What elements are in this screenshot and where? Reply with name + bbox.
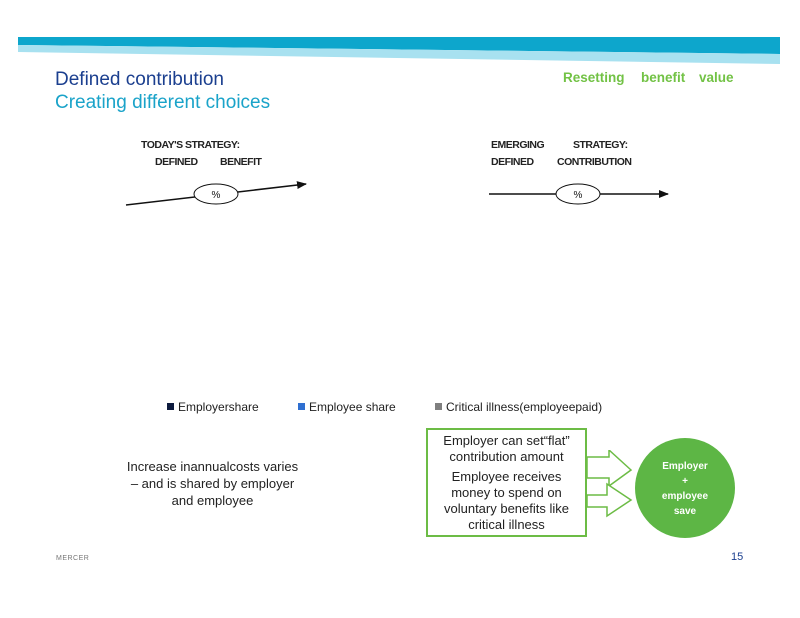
callout-line: Employee receives [451,469,562,484]
tagline-word: Resetting [563,70,625,85]
page-title: Defined contribution [55,69,224,90]
tagline-word: benefit [641,70,686,85]
tagline-word: value [699,70,734,85]
today-percent-text: % [212,190,221,201]
legend-item-critical-illness: Critical illness(employeepaid) [435,400,602,414]
callout-text-bottom: Employee receives money to spend on volu… [430,469,583,533]
callout-line: voluntary benefits like [443,501,569,516]
today-strategy-label: TODAY'S STRATEGY: [141,139,240,151]
legend-label: Employee share [309,400,396,414]
legend-swatch [435,403,442,411]
callout-line: contribution amount [449,449,564,464]
callout-line: money to spend on [451,485,562,500]
today-percent-marker [193,183,239,205]
emerging-strategy-type: DEFINED [491,156,534,168]
legend-label: Employershare [178,400,259,414]
legend-label: Critical illness(employeepaid) [446,400,603,414]
flow-arrow-upper [586,450,633,488]
header-banner [18,37,780,64]
legend-item-employer: Employershare [167,400,259,414]
page-subtitle: Creating different choices [55,92,271,113]
emerging-strategy-label: STRATEGY: [573,139,628,151]
flow-arrows [586,450,633,518]
legend-item-employee: Employee share [298,400,396,414]
today-strategy-type: BENEFIT [220,156,262,168]
emerging-strategy-type: CONTRIBUTION [557,156,632,168]
emerging-strategy-label: EMERGING [491,139,545,151]
callout-text-top: Employer can set“flat” contribution amou… [430,433,583,465]
strategy-arrows: % % [125,181,669,206]
legend-swatch [298,403,305,411]
savings-circle [635,438,735,538]
circle-line: employee [661,491,709,502]
callout-line: Employer can set“flat” [443,433,570,448]
description-line: Increase inannualcosts varies [126,459,299,474]
description-line: and employee [171,493,254,508]
circle-line: save [673,506,697,517]
mercer-logo: MERCER [56,555,90,562]
circle-line: + [682,476,688,487]
callout-line: critical illness [468,517,545,532]
page-number: 15 [731,551,744,563]
description-line: – and is shared by employer [130,476,295,491]
flow-arrow-lower-shape [586,482,633,518]
today-strategy-type: DEFINED [155,156,198,168]
cost-description: Increase inannualcosts varies – and is s… [110,458,315,509]
emerging-percent-text: % [574,190,583,201]
circle-line: Employer [662,461,708,472]
contribution-callout-box [426,428,587,537]
emerging-percent-marker [555,183,601,205]
savings-circle-text: Employer + employee save [635,459,735,519]
legend-swatch [167,403,174,411]
